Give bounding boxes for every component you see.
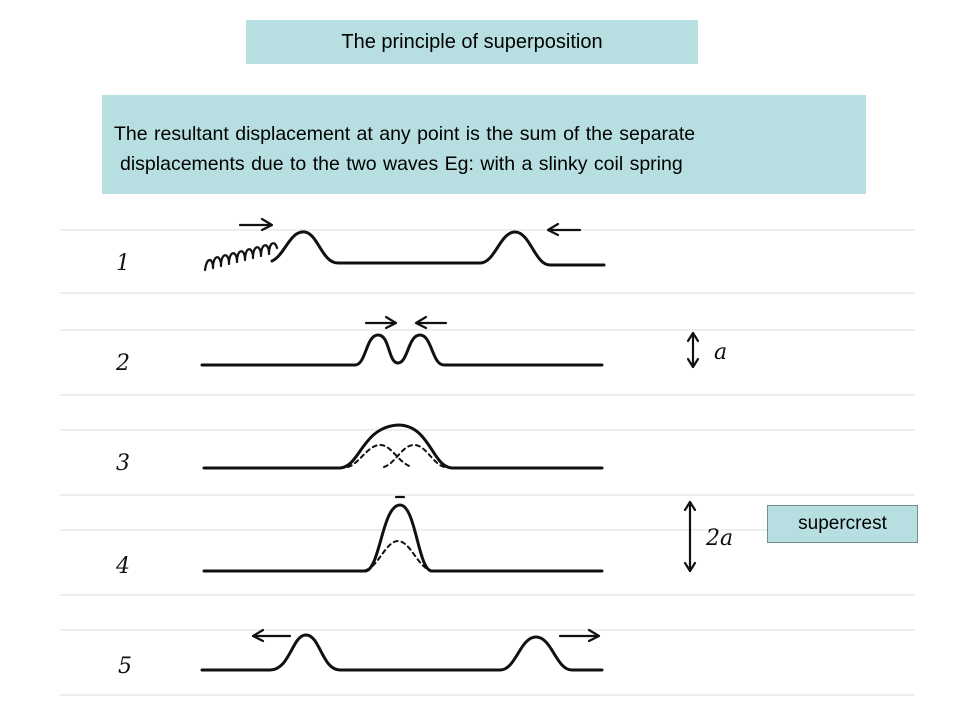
row-1-waves xyxy=(203,217,606,272)
step-number-3: 3 xyxy=(116,451,130,476)
arrow-left-icon xyxy=(546,222,582,237)
superposition-diagram: 1 2 3 4 5 a xyxy=(60,217,915,696)
row-4-waves: 2a xyxy=(202,495,733,573)
double-arrow-vertical-icon xyxy=(683,500,697,573)
row-2-waves: a xyxy=(200,315,727,369)
step-number-2: 2 xyxy=(115,351,130,376)
step-number-1: 1 xyxy=(116,251,130,276)
arrow-right-icon xyxy=(238,217,274,232)
arrow-left-icon xyxy=(251,628,292,643)
page-title: The principle of superposition xyxy=(246,20,698,64)
arrow-right-icon xyxy=(364,315,398,330)
row-3-waves xyxy=(202,423,604,470)
arrow-left-icon xyxy=(414,315,448,330)
notebook-rules xyxy=(60,229,915,696)
double-arrow-vertical-icon xyxy=(686,331,700,369)
coil-spring-icon xyxy=(203,242,279,272)
amplitude-label-a: a xyxy=(714,340,727,365)
description-box: The resultant displacement at any point … xyxy=(102,95,866,194)
description-line-1: The resultant displacement at any point … xyxy=(114,123,696,145)
description-line-2: displacements due to the two waves Eg: w… xyxy=(120,153,683,175)
supercrest-label: supercrest xyxy=(767,505,918,543)
row-5-waves xyxy=(200,628,604,672)
step-number-5: 5 xyxy=(118,654,132,679)
amplitude-label-2a: 2a xyxy=(705,526,733,551)
step-number-4: 4 xyxy=(115,554,130,579)
arrow-right-icon xyxy=(558,628,601,643)
